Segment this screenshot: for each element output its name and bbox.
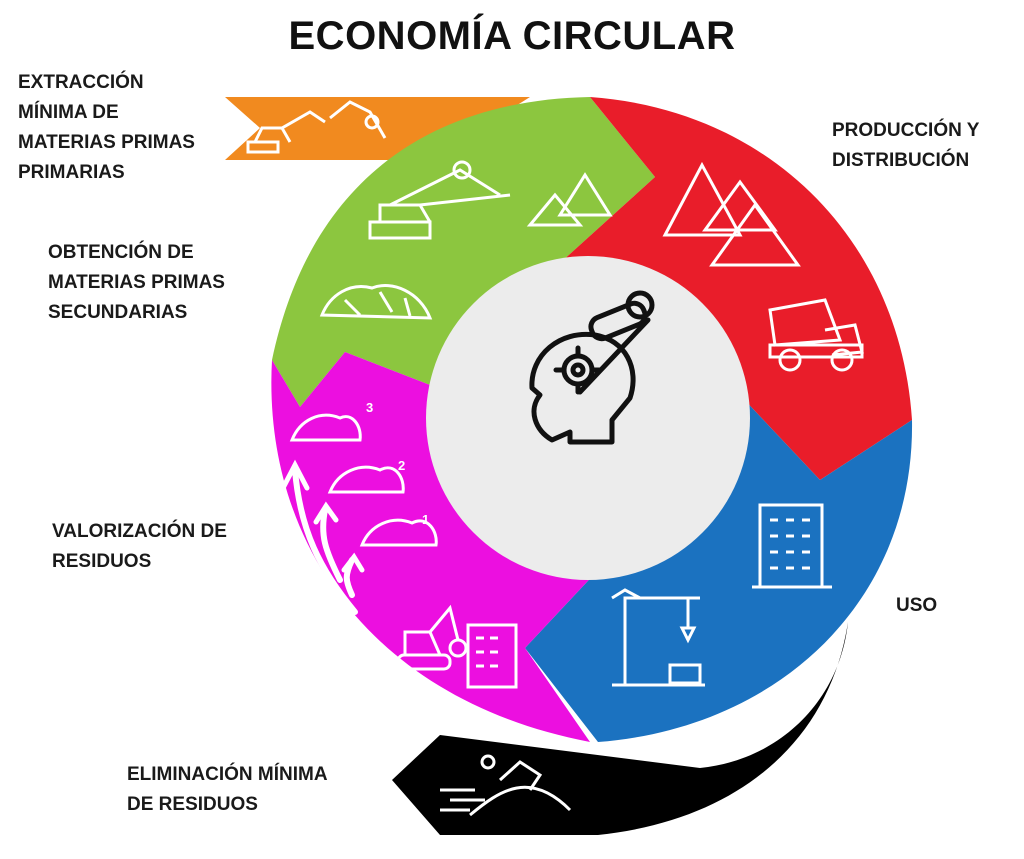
production-segment — [560, 97, 912, 480]
label-elimination: ELIMINACIÓN MÍNIMA DE RESIDUOS — [127, 760, 328, 820]
upward-arrows-icon — [280, 459, 365, 615]
pile-number-1: 1 — [422, 512, 429, 527]
use-segment — [525, 393, 913, 742]
label-production-line: DISTRIBUCIÓN — [832, 150, 970, 171]
valorization-segment — [271, 352, 600, 742]
label-extraction-line: PRIMARIAS — [18, 162, 125, 183]
head-gear-lightbulb-icon — [529, 290, 655, 445]
pile-number-2: 2 — [398, 458, 405, 473]
label-secondary: OBTENCIÓN DE MATERIAS PRIMAS SECUNDARIAS — [48, 238, 225, 328]
elimination-tail — [392, 622, 848, 835]
rubble-piles-numbered-icon — [289, 413, 438, 547]
label-elimination-line: ELIMINACIÓN MÍNIMA — [127, 764, 328, 785]
label-use: USO — [896, 591, 937, 621]
label-extraction: EXTRACCIÓN MÍNIMA DE MATERIAS PRIMAS PRI… — [18, 68, 195, 188]
label-production: PRODUCCIÓN Y DISTRIBUCIÓN — [832, 116, 979, 176]
label-production-line: PRODUCCIÓN Y — [832, 120, 980, 141]
label-secondary-line: SECUNDARIAS — [48, 302, 188, 323]
office-building-icon — [752, 503, 832, 589]
label-valorization: VALORIZACIÓN DE RESIDUOS — [52, 517, 227, 577]
bucket-wheel-excavator-icon — [368, 160, 511, 240]
excavator-mining-icon — [246, 100, 387, 154]
label-extraction-line: MÍNIMA DE — [18, 102, 119, 123]
label-extraction-line: MATERIAS PRIMAS — [18, 132, 195, 153]
center-circle — [426, 256, 750, 580]
label-valorization-line: VALORIZACIÓN DE — [52, 521, 227, 542]
rubble-pile-icon — [319, 284, 433, 320]
label-secondary-line: OBTENCIÓN DE — [48, 242, 194, 263]
label-use-line: USO — [896, 595, 938, 616]
landfill-bulldozer-icon — [440, 754, 572, 817]
label-extraction-line: EXTRACCIÓN — [18, 72, 144, 93]
dump-truck-icon — [768, 298, 864, 372]
sand-piles-icon — [662, 161, 801, 267]
label-valorization-line: RESIDUOS — [52, 551, 152, 572]
pile-number-3: 3 — [366, 400, 373, 415]
label-secondary-line: MATERIAS PRIMAS — [48, 272, 225, 293]
demolition-excavator-icon — [396, 604, 518, 689]
tower-crane-icon — [611, 588, 705, 687]
page-title: ECONOMÍA CIRCULAR — [288, 14, 736, 58]
secondary-segment — [272, 97, 655, 407]
label-elimination-line: DE RESIDUOS — [127, 794, 258, 815]
sand-piles-green-icon — [526, 172, 613, 227]
